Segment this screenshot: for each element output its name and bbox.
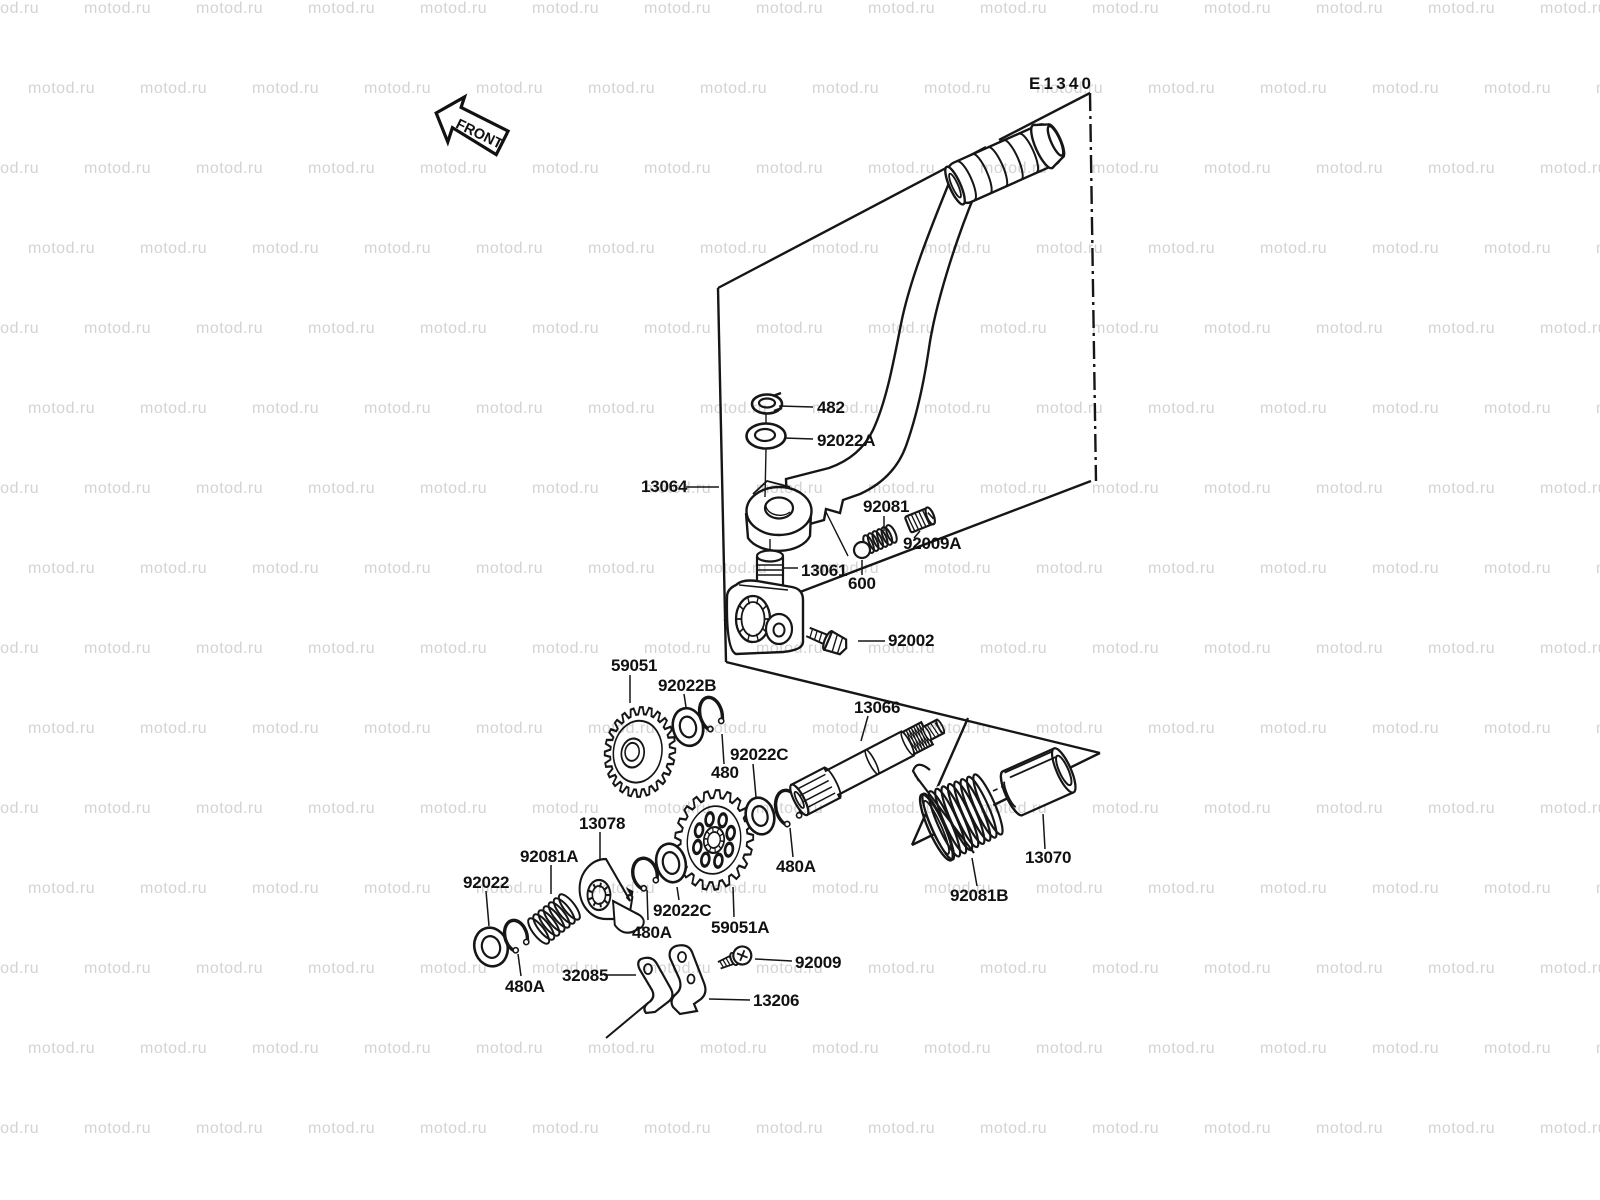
part-label-13064: 13064 [641,477,688,496]
ratchet-gear-13078 [578,857,645,934]
part-label-13066: 13066 [854,698,900,717]
kick-pedal-lever [744,123,1066,553]
leader-line [485,890,490,927]
part-label-13061: 13061 [801,561,847,580]
leader-line [732,886,735,918]
leader-line [783,437,814,440]
leader-line [913,530,921,539]
gear-train [472,695,803,968]
part-label-32085: 32085 [562,966,608,985]
circlip-480 [697,695,725,733]
setscrew-92009a [904,506,936,534]
leader-line [789,827,794,858]
leader-line [1042,813,1046,850]
washer-92022 [472,926,510,968]
leader-line [754,958,793,962]
part-label-92022C: 92022C [653,901,711,920]
bolt-92002 [805,626,848,656]
circlip-480a-3 [502,918,530,954]
part-label-92009A: 92009A [903,534,961,553]
leader-line [517,953,522,977]
leader-line [646,889,649,921]
idle-gear-59051 [603,705,677,799]
part-label-92081: 92081 [863,497,909,516]
pedal-arm [784,181,977,532]
leader-line [778,405,814,408]
leader-line [683,693,687,708]
part-label-92022C: 92022C [730,745,788,764]
friction-spring-92081b [916,768,1008,864]
spring-92081a [527,893,581,945]
part-label-482: 482 [817,398,845,417]
sheet-code: E1340 [1029,74,1094,93]
kick-ratchet-body [725,579,805,656]
lower-panel-line [725,660,1101,755]
leader-line [676,886,680,901]
steel-ball-600 [852,540,872,560]
washer-92022c-1 [744,796,776,836]
part-label-480A: 480A [632,923,672,942]
part-label-13070: 13070 [1025,848,1071,867]
part-label-480A: 480A [776,857,816,876]
screw-92009 [717,945,753,970]
kick-shaft-13066 [789,718,946,817]
part-label-600: 600 [848,574,876,593]
leader-line [752,763,757,798]
spring-tang [911,763,975,854]
part-label-92002: 92002 [888,631,934,650]
front-arrow-shape [434,93,511,157]
leader-line [721,733,725,765]
part-label-92081B: 92081B [950,886,1008,905]
leader-line [708,998,751,1001]
part-label-92022: 92022 [463,873,509,892]
washer-92022a [745,422,787,450]
part-label-92022B: 92022B [658,676,716,695]
leader-line [860,715,869,742]
part-label-480A: 480A [505,977,545,996]
part-label-92009: 92009 [795,953,841,972]
part-label-59051: 59051 [611,656,657,675]
part-label-92081A: 92081A [520,847,578,866]
part-label-13078: 13078 [579,814,625,833]
kick-gear-59051a [673,789,755,891]
collar-13070 [999,747,1077,817]
lever-32085 [637,956,674,1015]
circlip-480a-2 [631,856,660,892]
part-label-480: 480 [711,763,739,782]
leader-line [971,857,978,887]
panel-centerline [1088,92,1098,482]
part-label-59051A: 59051A [711,918,769,937]
pedal-grip [944,123,1066,206]
front-arrow: FRONT [434,93,511,157]
part-label-13206: 13206 [753,991,799,1010]
part-label-92022A: 92022A [817,431,875,450]
kick-stop-levers [605,944,707,1039]
washer-92022c-2 [654,842,688,884]
washer-92022b [671,706,705,748]
